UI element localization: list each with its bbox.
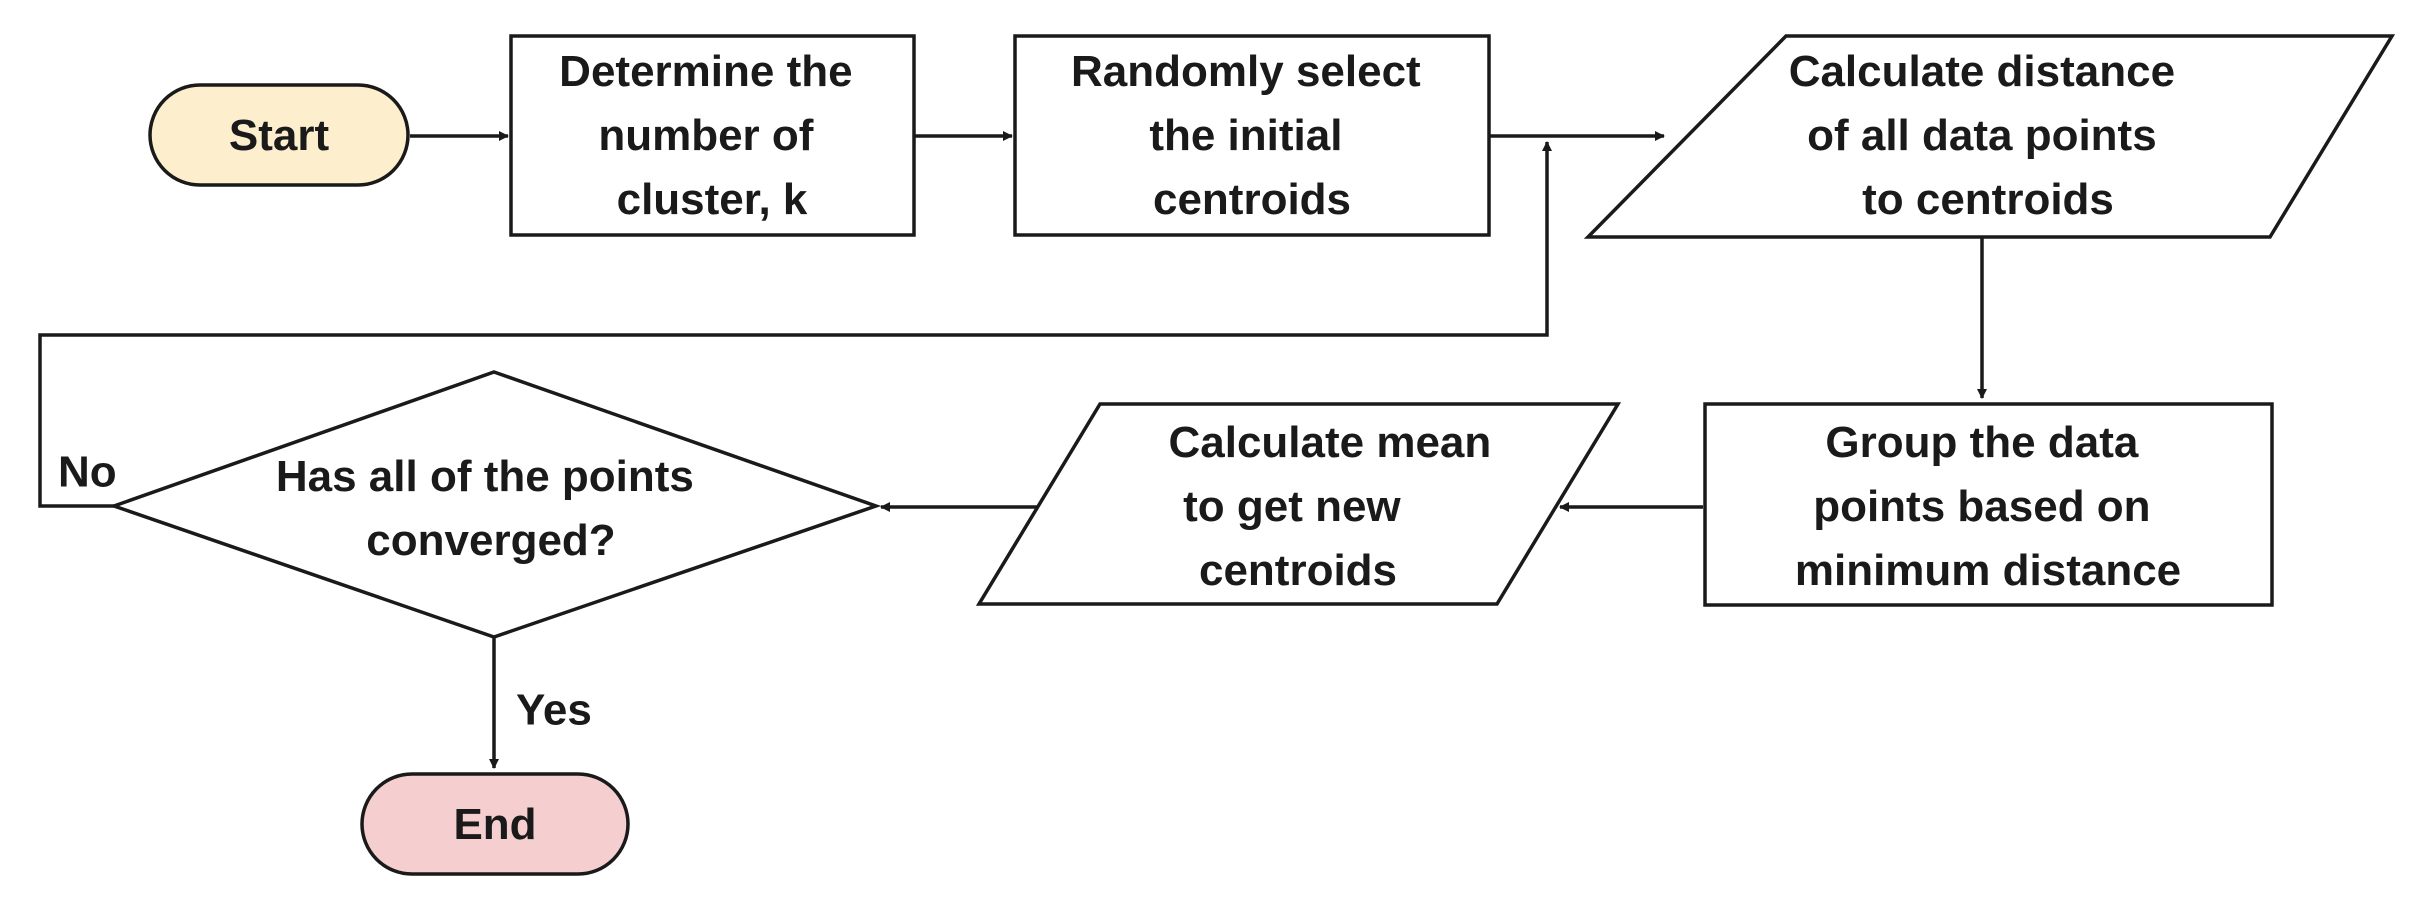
edge-label-no: No xyxy=(58,448,117,497)
determine-k-process-box xyxy=(509,34,916,237)
node-group-points: Group the data points based on minimum d… xyxy=(1703,402,2274,607)
node-converged: Has all of the points converged? xyxy=(108,370,882,639)
end-label: End xyxy=(453,800,536,849)
start-terminator-shape xyxy=(148,83,410,187)
edge-label-yes: Yes xyxy=(516,686,592,735)
select-centroids-label: Randomly select the initial centroids xyxy=(1071,47,1433,224)
node-select-centroids: Randomly select the initial centroids xyxy=(1013,34,1491,237)
node-end: End xyxy=(360,772,630,876)
node-calc-distance: Calculate distance of all data points to… xyxy=(1583,34,2396,239)
calc-mean-data-parallelogram xyxy=(975,402,1622,606)
node-start: Start xyxy=(148,83,410,187)
determine-k-label: Determine the number of cluster, k xyxy=(559,47,865,224)
select-centroids-process-box xyxy=(1013,34,1491,237)
start-label: Start xyxy=(229,111,330,160)
calc-mean-label: Calculate mean to get new centroids xyxy=(1168,418,1503,595)
converged-label: Has all of the points converged? xyxy=(276,452,706,565)
calc-distance-data-parallelogram xyxy=(1583,34,2396,239)
arrow-no-loop-back xyxy=(38,141,1552,508)
end-terminator-shape xyxy=(360,772,630,876)
calc-distance-label: Calculate distance of all data points to… xyxy=(1789,47,2188,224)
group-points-process-box xyxy=(1703,402,2274,607)
node-determine-k: Determine the number of cluster, k xyxy=(509,34,916,237)
group-points-label: Group the data points based on minimum d… xyxy=(1795,418,2181,595)
node-calc-mean: Calculate mean to get new centroids xyxy=(975,402,1622,606)
converged-decision-diamond xyxy=(108,370,882,639)
connectors xyxy=(38,131,1987,769)
